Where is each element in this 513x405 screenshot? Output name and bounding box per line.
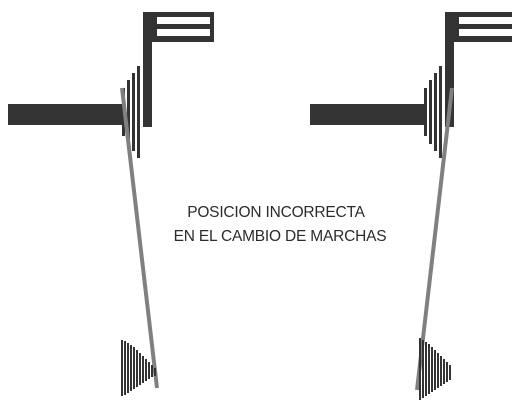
left-chain <box>120 87 159 389</box>
left-cassette <box>121 340 156 396</box>
right-cassette <box>419 338 451 400</box>
right-derailleur-assembly <box>310 12 512 400</box>
right-derailleur-body <box>445 12 454 127</box>
left-derailleur-assembly <box>8 12 214 396</box>
caption-line-2: EN EL CAMBIO DE MARCHAS <box>173 228 387 245</box>
right-derailleur-bracket <box>454 12 512 42</box>
left-derailleur-body <box>143 12 152 127</box>
left-mount-bar <box>8 104 126 125</box>
left-derailleur-bracket <box>152 12 214 42</box>
right-chainrings <box>424 66 442 158</box>
right-mount-bar <box>310 104 426 125</box>
caption-line-1: POSICION INCORRECTA <box>187 204 365 221</box>
right-chain <box>415 87 454 391</box>
